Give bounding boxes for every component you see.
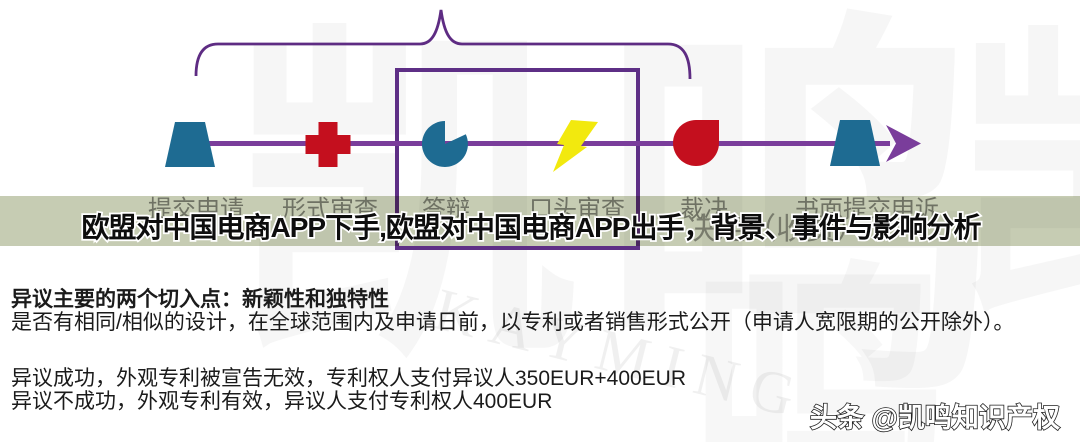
body-line3: 异议不成功，外观专利有效，异议人支付专利权人400EUR [11,390,553,413]
shape-trapezoid-appeal [830,120,880,166]
arrowhead [886,125,921,162]
shape-pie-defense [421,120,468,167]
shape-lightning-oral-review [553,120,598,172]
highlight-box [395,68,640,250]
watermark-credit: 头条 @凯鸣知识产权 [809,402,1060,434]
body-text: 异议主要的两个切入点：新颖性和独特性 是否有相同/相似的设计，在全球范围内及申请… [11,288,1014,413]
page-title: 欧盟对中国电商APP下手,欧盟对中国电商APP出手，背景、事件与影响分析 [80,210,983,245]
body-line2: 异议成功，外观专利被宣告无效，专利权人支付异议人350EUR+400EUR [11,367,687,390]
title-banner [0,196,1080,246]
body-line1: 是否有相同/相似的设计，在全球范围内及申请日前，以专利或者销售形式公开（申请人宽… [11,311,1015,334]
shape-cross-formal-review [305,122,351,167]
shape-teardrop-ruling [673,120,719,166]
shape-trapezoid-submit [165,122,215,167]
top-brace [194,9,692,80]
body-heading: 异议主要的两个切入点：新颖性和独特性 [11,288,389,311]
